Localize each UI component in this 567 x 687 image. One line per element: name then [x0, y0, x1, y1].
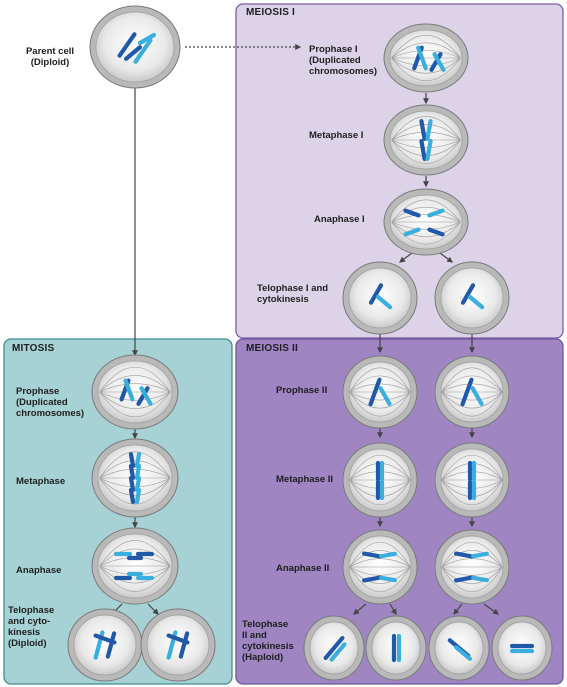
label-anaphase-2: Anaphase II [276, 563, 330, 574]
cells [67, 5, 553, 682]
label-telophase: Telophase and cyto- kinesis (Diploid) [8, 605, 55, 649]
meiosis-2-header: MEIOSIS II [246, 343, 299, 354]
cell-telophase-2-3 [428, 615, 490, 681]
label-parent-cell: Parent cell (Diploid) [25, 46, 75, 68]
cell-telophase-1-left [342, 261, 418, 335]
arrow-anaphase2-r2 [483, 603, 499, 615]
cell-anaphase [91, 527, 179, 605]
cell-prophase-1 [383, 23, 469, 93]
cell-telophase-2-2 [365, 615, 427, 681]
cell-metaphase-1 [383, 104, 469, 176]
cell-metaphase-2-left [342, 442, 418, 518]
cell-telophase-2-4 [491, 615, 553, 681]
cell-metaphase-2-right [434, 442, 510, 518]
cell-telophase-1-right [434, 261, 510, 335]
label-anaphase: Anaphase [16, 565, 62, 576]
arrow-anaphase2-l1 [353, 603, 367, 615]
cell-prophase-2-left [342, 355, 418, 429]
cell-anaphase-2-right [434, 529, 510, 605]
meiosis-1-header: MEIOSIS I [246, 7, 296, 18]
cell-anaphase-2-left [342, 529, 418, 605]
arrow-anaphase2-r1 [453, 603, 463, 615]
arrow-anaphase2-l2 [389, 603, 397, 616]
meiosis-1-panel [235, 3, 564, 339]
label-prophase-2: Prophase II [276, 385, 328, 396]
cell-prophase [91, 354, 179, 430]
cell-anaphase-1 [383, 188, 469, 256]
label-telophase-1: Telophase I and cytokinesis [257, 283, 329, 305]
cell-prophase-2-right [434, 355, 510, 429]
label-prophase-1: Prophase I (Duplicated chromosomes) [309, 44, 378, 77]
cell-telophase-left [67, 608, 143, 682]
cell-telophase-2-1 [303, 615, 365, 681]
label-metaphase-1: Metaphase I [309, 130, 364, 141]
label-metaphase-2: Metaphase II [276, 474, 334, 485]
arrows [111, 44, 499, 616]
arrow-anaphase1-telo1-left [399, 252, 413, 263]
mitosis-header: MITOSIS [12, 343, 55, 354]
label-metaphase: Metaphase [16, 476, 66, 487]
cell-metaphase [91, 438, 179, 518]
arrow-anaphase1-telo1-right [439, 252, 453, 263]
parent-cell [89, 5, 181, 89]
arrow-anaphase-telo-right [147, 603, 159, 615]
label-prophase: Prophase (Duplicated chromosomes) [16, 386, 85, 419]
label-anaphase-1: Anaphase I [314, 214, 365, 225]
cell-telophase-right [140, 608, 216, 682]
label-telophase-2: Telophase II and cytokinesis (Haploid) [242, 619, 294, 663]
